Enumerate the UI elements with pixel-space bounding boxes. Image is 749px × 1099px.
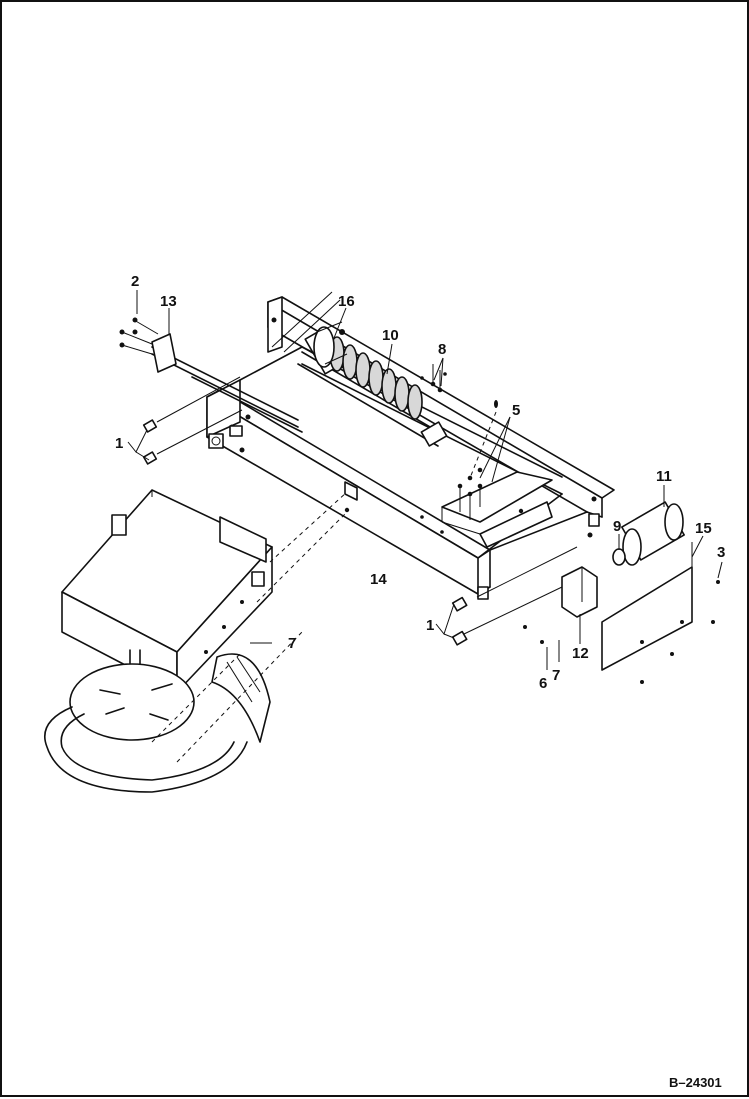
callout-13: 13 xyxy=(160,293,177,310)
callout-1-right: 1 xyxy=(426,617,434,634)
drive-assembly xyxy=(451,501,720,684)
figure-id: B–24301 xyxy=(669,1075,722,1090)
front-shaft-assembly xyxy=(119,291,341,433)
bolts-left xyxy=(142,376,243,465)
callout-5: 5 xyxy=(512,402,520,419)
callout-9: 9 xyxy=(613,518,621,535)
callout-2: 2 xyxy=(131,273,139,290)
callout-14: 14 xyxy=(370,571,387,588)
callout-labels: 2 13 16 10 8 5 1 14 7 11 9 15 3 1 12 7 6 xyxy=(115,273,725,692)
spinner-housing xyxy=(44,481,358,793)
fastener-group xyxy=(430,364,498,520)
callout-16: 16 xyxy=(338,293,355,310)
callout-10: 10 xyxy=(382,327,399,344)
callout-7-deflector: 7 xyxy=(288,635,296,652)
callout-3: 3 xyxy=(717,544,725,561)
callout-1-left: 1 xyxy=(115,435,123,452)
callout-7-bolt: 7 xyxy=(552,667,560,684)
callout-12: 12 xyxy=(572,645,589,662)
callout-15: 15 xyxy=(695,520,712,537)
callout-11: 11 xyxy=(656,468,672,485)
callout-8: 8 xyxy=(438,341,446,358)
leader-lines xyxy=(127,290,723,644)
auger-assembly xyxy=(297,321,448,447)
callout-6: 6 xyxy=(539,675,547,692)
